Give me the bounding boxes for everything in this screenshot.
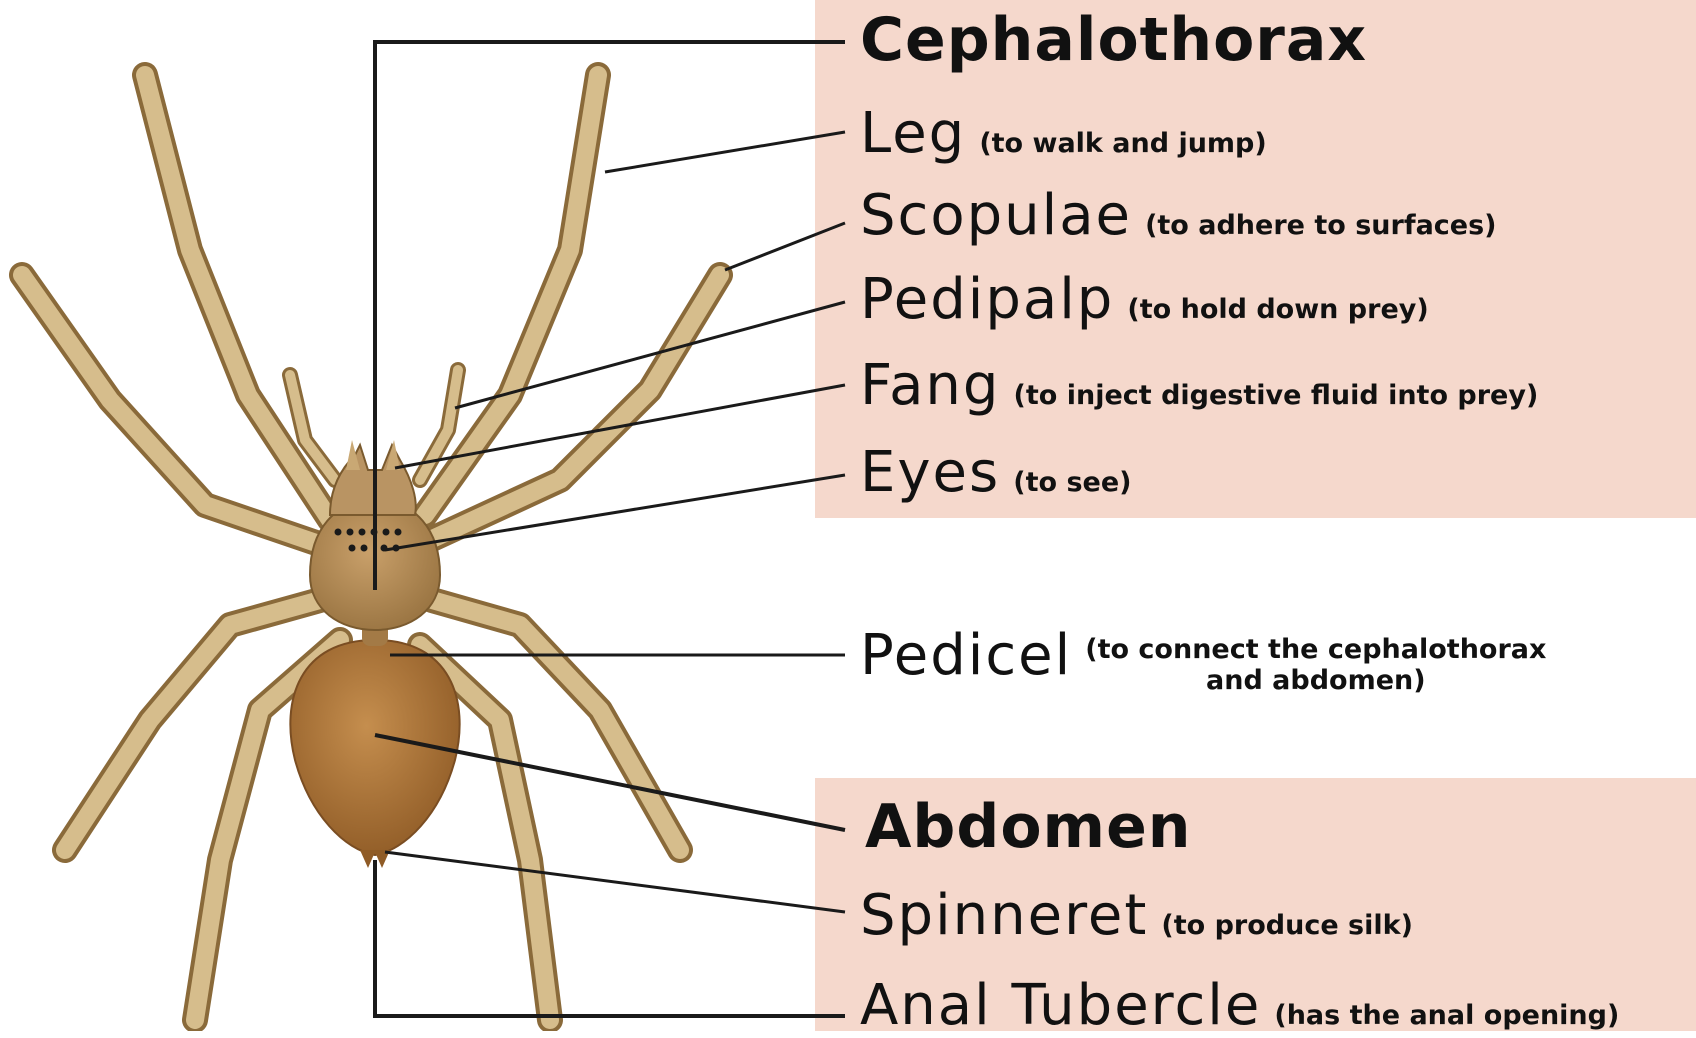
label-eyes-name: Eyes [860, 440, 1000, 505]
label-fang-name: Fang [860, 353, 1000, 418]
label-pedipalp: Pedipalp (to hold down prey) [860, 272, 1429, 328]
label-abdomen: Abdomen [865, 797, 1191, 857]
label-fang: Fang (to inject digestive fluid into pre… [860, 358, 1538, 414]
leg-right-3 [432, 600, 680, 850]
label-scopulae-desc: (to adhere to surfaces) [1145, 210, 1496, 241]
label-spinneret-desc: (to produce silk) [1161, 910, 1413, 941]
leg-left-3 [65, 600, 320, 850]
leg-right-2 [430, 275, 720, 540]
label-scopulae: Scopulae (to adhere to surfaces) [860, 188, 1497, 244]
label-anal-tubercle-desc: (has the anal opening) [1274, 1000, 1619, 1031]
leader-spinneret [385, 852, 845, 912]
label-pedipalp-desc: (to hold down prey) [1127, 294, 1428, 325]
label-fang-desc: (to inject digestive fluid into prey) [1014, 380, 1539, 411]
chelicerae-shape [330, 445, 416, 515]
label-abdomen-name: Abdomen [865, 792, 1191, 862]
leg-left-2 [22, 275, 322, 545]
leader-fang [395, 385, 845, 468]
label-cephalothorax: Cephalothorax [860, 10, 1367, 70]
label-spinneret: Spinneret (to produce silk) [860, 888, 1413, 944]
label-cephalothorax-name: Cephalothorax [860, 5, 1367, 75]
label-leg-name: Leg [860, 101, 966, 166]
label-eyes: Eyes (to see) [860, 445, 1131, 501]
leg-right-1 [425, 75, 598, 515]
label-anal-tubercle-name: Anal Tubercle [860, 973, 1261, 1038]
leader-leg [605, 132, 845, 172]
label-pedicel-desc: (to connect the cephalothorax and abdome… [1085, 634, 1546, 696]
label-anal-tubercle: Anal Tubercle (has the anal opening) [860, 978, 1619, 1034]
label-leg-desc: (to walk and jump) [979, 128, 1266, 159]
label-spinneret-name: Spinneret [860, 883, 1148, 948]
label-pedipalp-name: Pedipalp [860, 267, 1114, 332]
label-pedicel-name: Pedicel [860, 623, 1072, 688]
leader-anal-tubercle [375, 860, 845, 1016]
leader-scopulae [725, 223, 845, 270]
label-leg: Leg (to walk and jump) [860, 106, 1267, 162]
label-eyes-desc: (to see) [1013, 467, 1131, 498]
label-pedicel: Pedicel (to connect the cephalothorax an… [860, 628, 1546, 696]
label-scopulae-name: Scopulae [860, 183, 1132, 248]
